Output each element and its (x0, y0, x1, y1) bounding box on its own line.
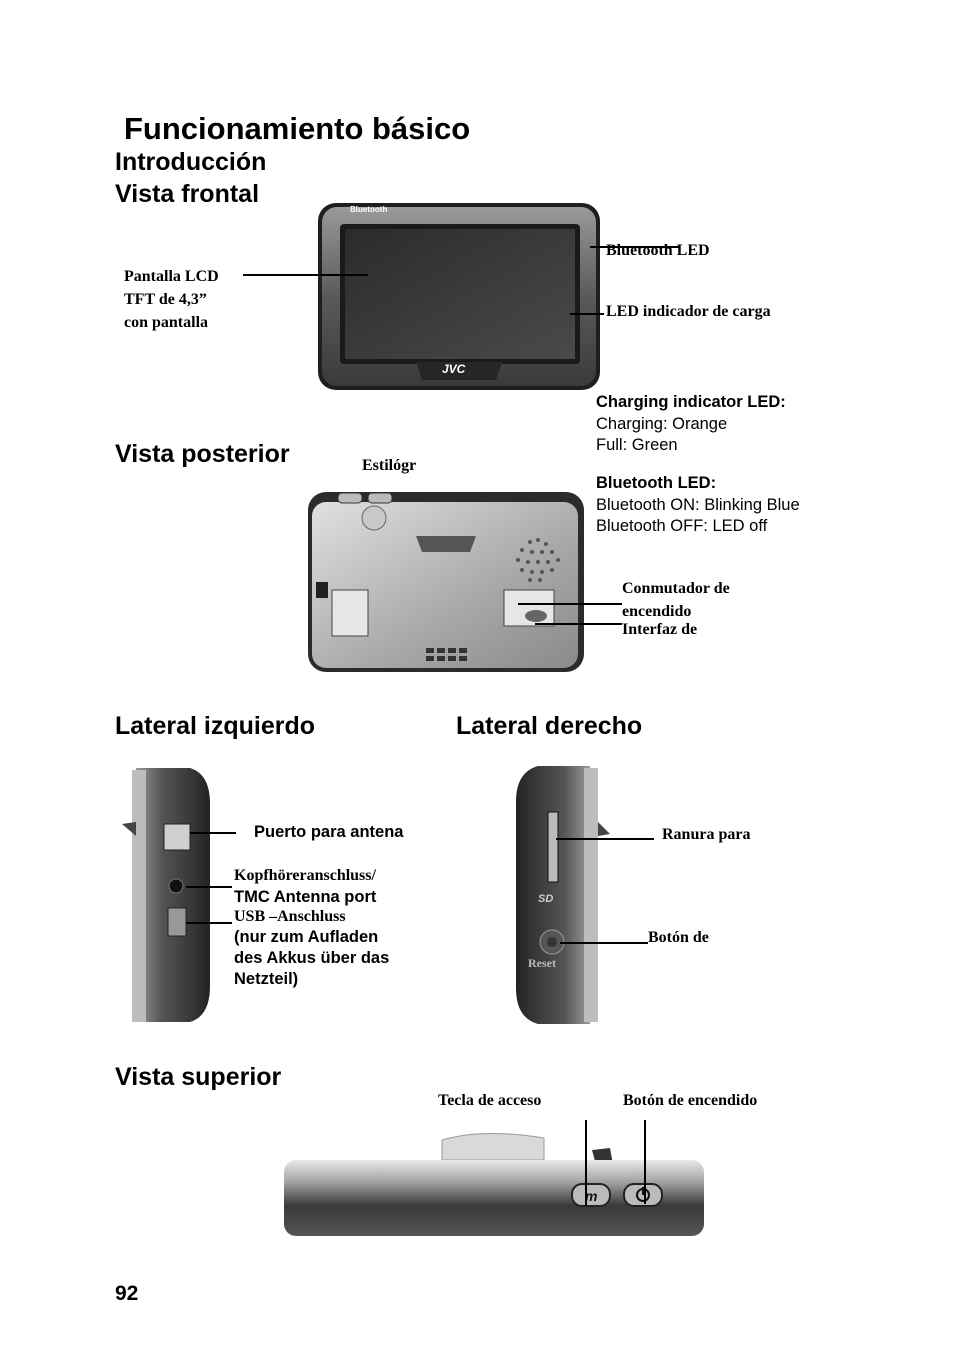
power-button-leader (644, 1120, 646, 1204)
antenna-leader (190, 832, 236, 834)
sd-slot-label: Ranura para (662, 826, 751, 843)
top-device-image: m (284, 1132, 704, 1236)
usb-label: USB –Anschluss (234, 908, 346, 925)
power-button-label: Botón de encendido (623, 1092, 758, 1109)
headphone-label-1: Kopfhöreranschluss/ (234, 867, 376, 884)
front-bluetooth-mark: Bluetooth (350, 205, 388, 214)
stylus-label: Estilógr (362, 457, 417, 474)
section-rear-view: Vista posterior (115, 440, 290, 468)
bluetooth-info: Bluetooth LED: Bluetooth ON: Blinking Bl… (596, 474, 800, 535)
section-front-view: Vista frontal (115, 180, 260, 208)
charging-info: Charging indicator LED: Charging: Orange… (596, 393, 786, 454)
power-switch-label: Conmutador de encendido (622, 580, 730, 620)
reset-button-label: Botón de (648, 929, 709, 946)
section-right-side: Lateral derecho (456, 712, 643, 740)
section-left-side: Lateral izquierdo (115, 712, 316, 740)
rear-device-image (308, 492, 584, 672)
svg-text:m: m (585, 1188, 597, 1204)
usb-leader (186, 922, 232, 924)
charge-led-leader (570, 313, 604, 315)
headphone-label-2: TMC Antenna port (234, 888, 377, 906)
access-key-leader (585, 1120, 587, 1206)
section-top-view: Vista superior (115, 1063, 282, 1091)
reset-text: Reset (528, 956, 556, 970)
reset-leader (560, 942, 648, 944)
power-switch-leader (518, 603, 622, 605)
access-key-label: Tecla de acceso (438, 1092, 542, 1109)
front-device-image (318, 203, 600, 390)
headphone-leader (186, 886, 232, 888)
charge-led-label: LED indicador de carga (606, 303, 771, 320)
svg-text:SD: SD (538, 893, 553, 905)
interface-leader (535, 623, 622, 625)
interface-label: Interfaz de (622, 621, 698, 638)
sd-slot-leader (556, 838, 654, 840)
antenna-port-label: Puerto para antena (254, 823, 404, 841)
lcd-leader-line (243, 274, 368, 276)
page-title: Funcionamiento básico (124, 111, 471, 146)
right-side-device-image: SD (516, 766, 610, 1024)
front-brand-logo: JVC (442, 362, 466, 376)
section-intro: Introducción (115, 148, 267, 176)
bluetooth-led-label: Bluetooth LED (606, 242, 710, 259)
page-number: 92 (115, 1282, 139, 1305)
bluetooth-led-leader (590, 246, 680, 248)
usb-note: (nur zum Aufladen des Akkus über das Net… (234, 928, 390, 988)
left-side-device-image (122, 768, 210, 1022)
lcd-label: Pantalla LCD TFT de 4,3” con pantalla (124, 268, 219, 331)
